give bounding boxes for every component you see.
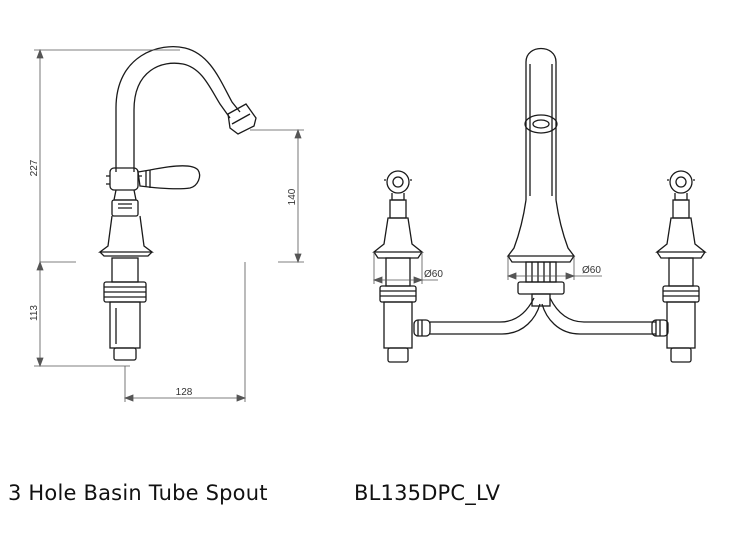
lever-handle [137,165,201,190]
left-valve [372,170,424,363]
product-title: 3 Hole Basin Tube Spout [8,481,268,505]
spout-tube [115,46,241,172]
dim-center-diameter: Ø60 [582,265,601,276]
spout-outlet [227,103,257,135]
dim-spout-height: 140 [287,188,298,205]
right-valve [655,170,707,363]
left-hose [430,297,541,335]
handle-junction [109,167,139,191]
front-spout [525,48,557,200]
dim-overall-height: 227 [29,159,40,176]
front-view-dimensions [372,252,602,284]
dim-below-deck: 113 [29,305,40,321]
side-view [98,46,257,361]
right-hose [541,297,656,335]
dim-left-diameter: Ø60 [424,269,443,280]
body-base [98,215,154,253]
tail-connector [113,347,137,361]
side-view-dimensions [34,48,304,402]
front-view [372,48,707,363]
dim-reach: 128 [176,387,193,398]
product-code: BL135DPC_LV [354,481,501,505]
front-spout-outlet [524,114,558,134]
shank [109,301,141,349]
